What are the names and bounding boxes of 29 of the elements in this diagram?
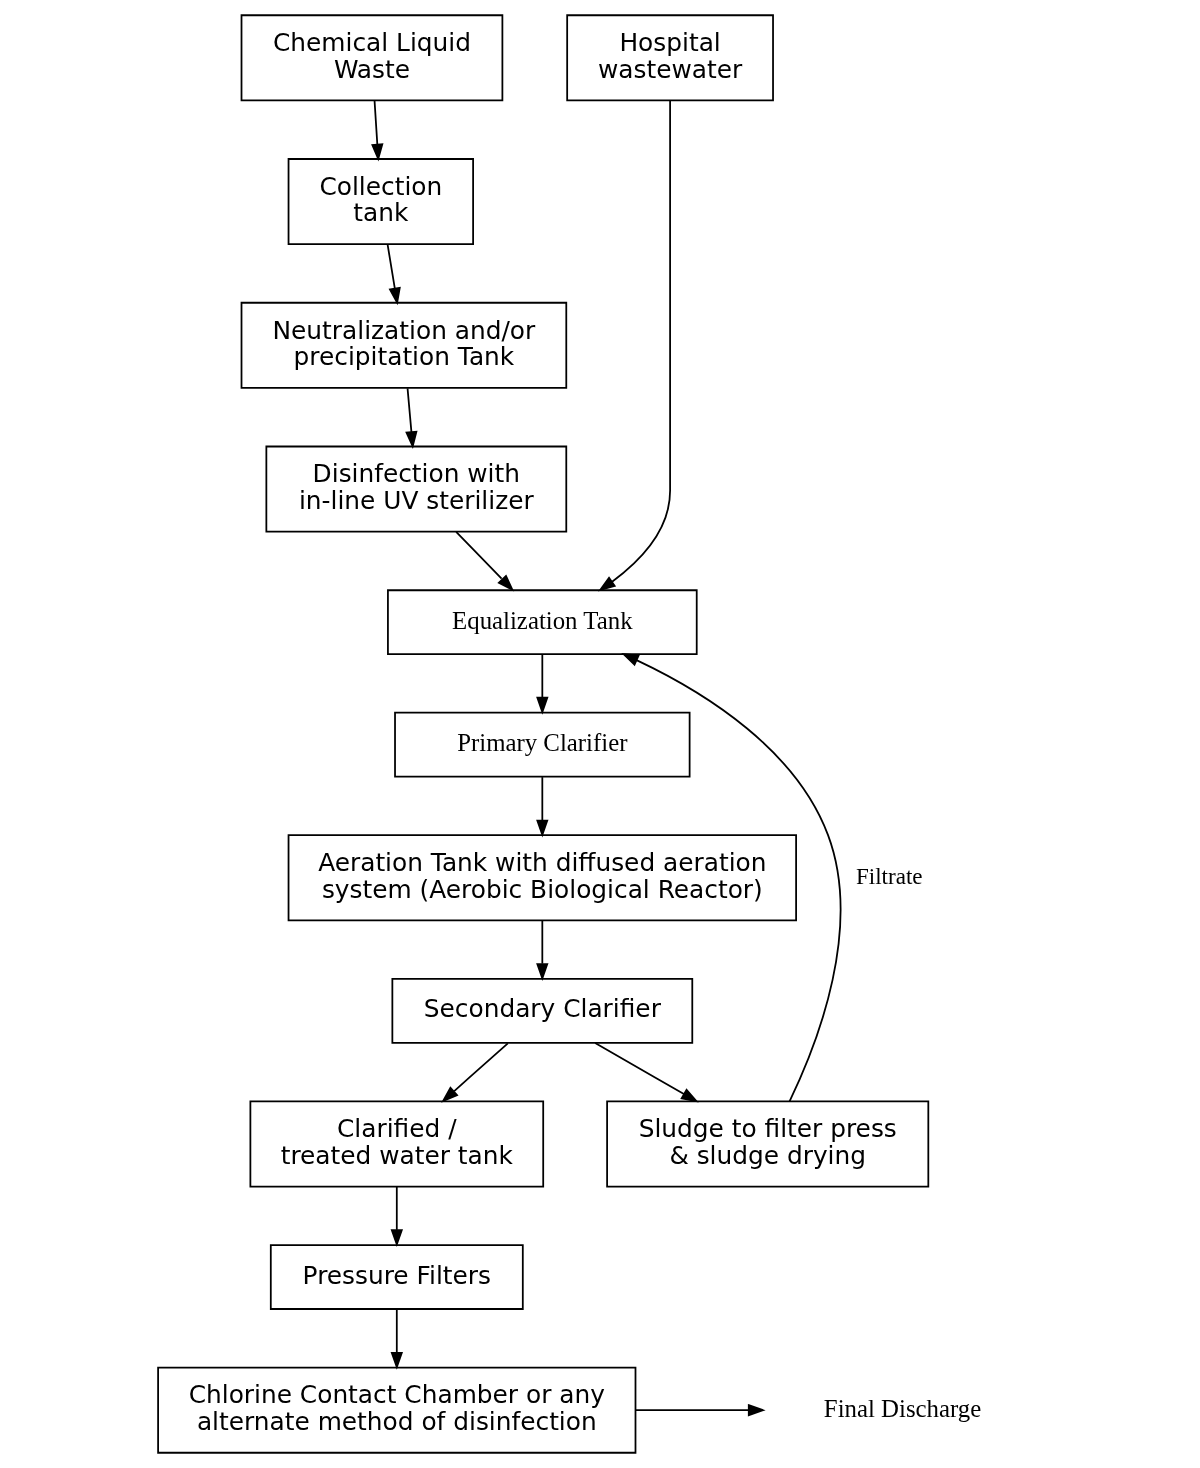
node-box: Hospital wastewater <box>566 14 774 102</box>
arrow <box>536 919 549 981</box>
node-box: Chlorine Contact Chamber or any alternate method of disinfection <box>157 1366 637 1454</box>
node-box: Collection tank <box>287 158 474 246</box>
arrow <box>635 1403 766 1417</box>
node-text: Final Discharge <box>823 1394 982 1422</box>
node-box: Aeration Tank with diffused aeration system (Aerobic Biological Reactor) <box>287 834 797 922</box>
arrow <box>455 530 515 592</box>
node-box: Chemical Liquid Waste <box>240 14 504 102</box>
arrow <box>536 653 549 715</box>
arrow <box>371 100 384 162</box>
node-box: Neutralization and/or precipitation Tank <box>240 301 568 389</box>
node-box: Secondary Clarifier <box>391 978 694 1044</box>
node-box: Clarified / treated water tank <box>249 1100 545 1188</box>
node-box: Equalization Tank <box>387 589 698 656</box>
arrow <box>594 1042 699 1103</box>
node-box: Primary Clarifier <box>394 711 691 778</box>
node-box: Disinfection with in-line UV sterilizer <box>265 445 568 533</box>
arrow <box>598 99 671 592</box>
arrow <box>386 243 401 306</box>
arrow <box>441 1042 509 1103</box>
node-box: Pressure Filters <box>269 1244 524 1310</box>
arrow <box>536 776 549 838</box>
arrow <box>405 387 418 449</box>
node-box: Sludge to filter press & sludge drying <box>606 1100 930 1188</box>
edge-label: Filtrate <box>855 862 923 889</box>
arrow <box>621 653 842 1103</box>
arrow <box>390 1185 403 1248</box>
arrow <box>390 1308 403 1370</box>
